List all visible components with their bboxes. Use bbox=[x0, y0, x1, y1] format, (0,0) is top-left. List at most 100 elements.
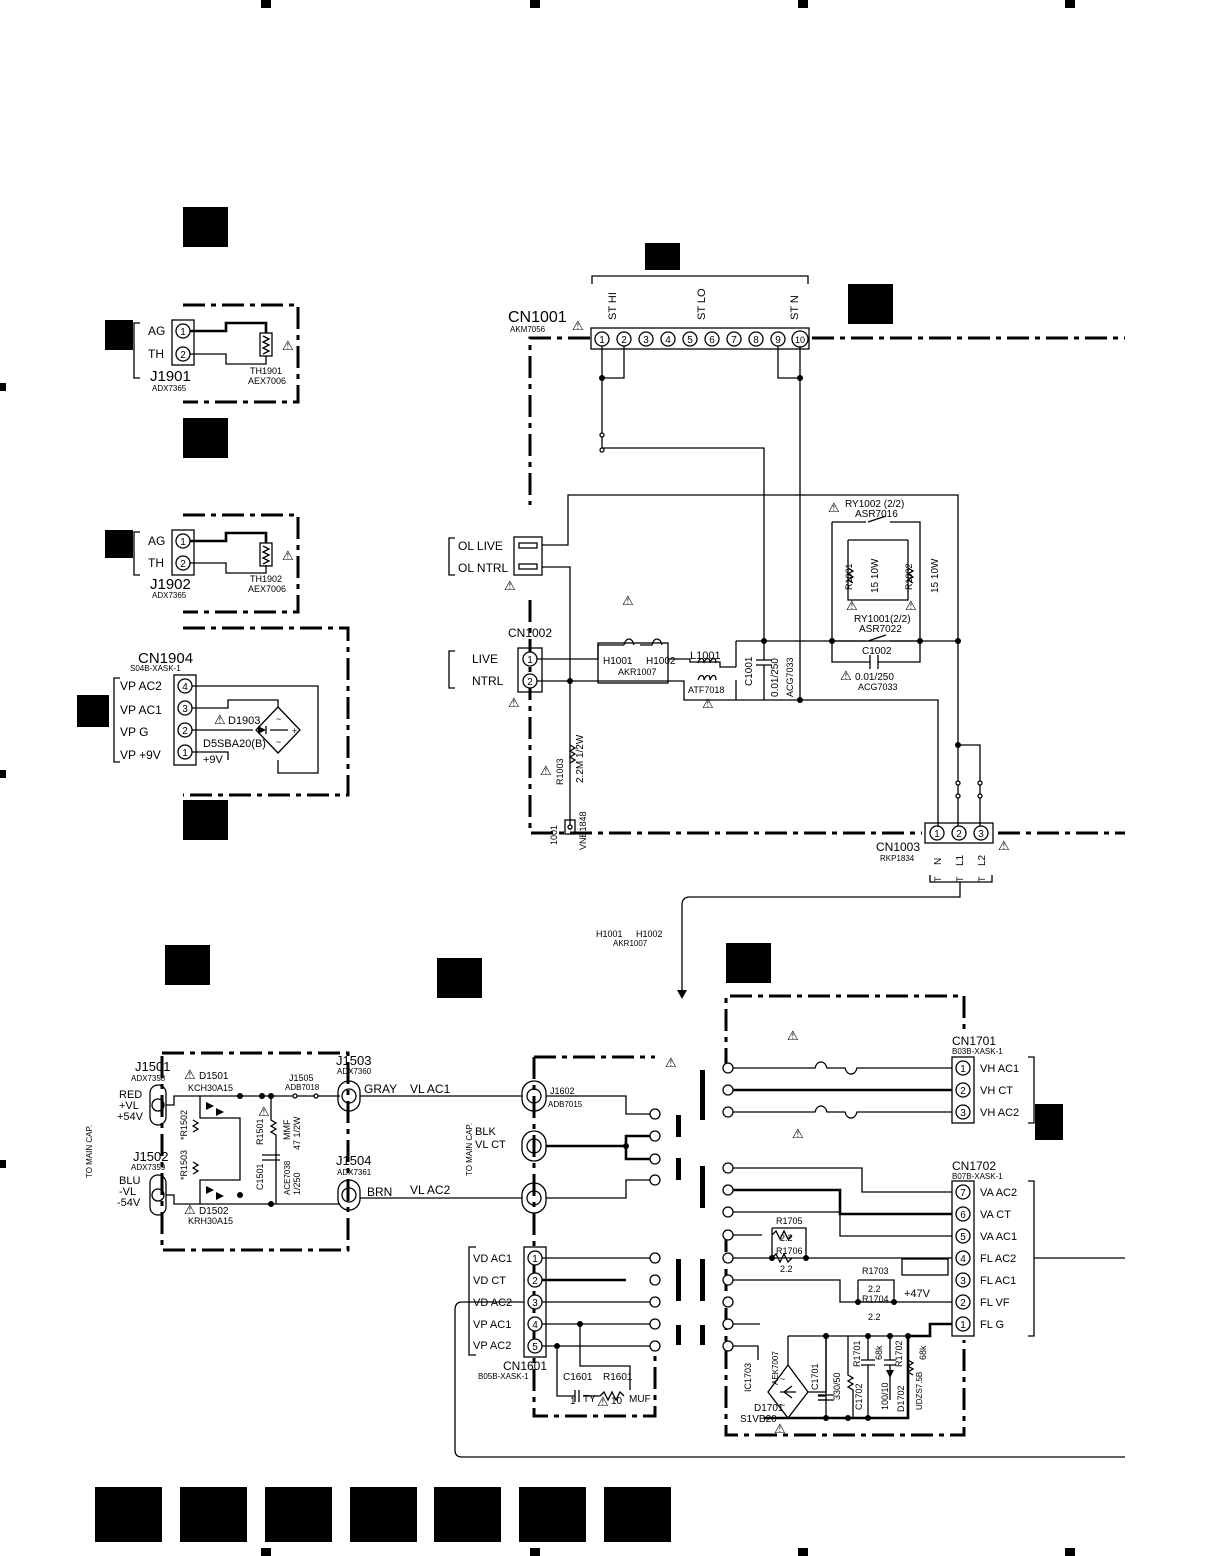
d1701-part: S1VB20 bbox=[740, 1414, 777, 1425]
cn1904-block: CN1904 S04B-XASK-1 VP AC2 VP AC1 VP G VP… bbox=[113, 626, 350, 797]
ry1001-ref: RY1001(2/2) bbox=[854, 614, 911, 625]
cn1904-pin-2: 2 bbox=[182, 726, 188, 737]
r1002-ref: R1002 bbox=[904, 563, 914, 590]
c1701-ref: C1701 bbox=[810, 1363, 820, 1390]
r1701-value: 68k bbox=[874, 1345, 884, 1360]
cn1001-block: ST HI ST LO ST N CN1001 AKM7056 ⚠ 1 2 3 … bbox=[508, 275, 810, 350]
cn1702-label-1: VA CT bbox=[980, 1209, 1011, 1221]
warning-icon: ⚠ bbox=[846, 598, 858, 613]
section-tags bbox=[77, 207, 1063, 1542]
warning-icon: ⚠ bbox=[214, 712, 226, 727]
warning-icon: ⚠ bbox=[702, 696, 714, 711]
d1903-part: D5SBA20(B) bbox=[203, 738, 266, 750]
svg-text:1: 1 bbox=[934, 829, 940, 840]
svg-text:9: 9 bbox=[775, 335, 781, 346]
j1901-part: ADX7365 bbox=[152, 384, 187, 393]
warning-icon: ⚠ bbox=[184, 1067, 196, 1082]
cn1702-label-3: FL AC2 bbox=[980, 1253, 1016, 1265]
svg-text:T: T bbox=[977, 876, 987, 882]
j1902-label-th: TH bbox=[148, 556, 164, 570]
svg-text:2: 2 bbox=[532, 1276, 538, 1287]
fuse-note-h1002: H1002 bbox=[636, 929, 663, 939]
c1702-ref: C1702 bbox=[854, 1383, 864, 1410]
cn1904-voltage: +9V bbox=[203, 754, 224, 766]
registration-marks bbox=[0, 0, 1075, 1556]
r1706-value: 2.2 bbox=[780, 1264, 793, 1274]
j1503-ref: J1503 bbox=[336, 1053, 371, 1068]
j1901-block: AG TH 1 2 ⚠ J1901 ADX7365 TH1901 AEX7006 bbox=[133, 303, 300, 404]
cn1701-label-0: VH AC1 bbox=[980, 1063, 1019, 1075]
r1706-ref: R1706 bbox=[776, 1246, 803, 1256]
j1901-pin-2: 2 bbox=[180, 350, 186, 361]
j1902-pin-1: 1 bbox=[180, 537, 186, 548]
cn1701-ref: CN1701 bbox=[952, 1034, 996, 1048]
warning-icon: ⚠ bbox=[572, 318, 584, 333]
h1002-label: H1002 bbox=[646, 656, 676, 667]
r1501-ref: R1501 bbox=[255, 1118, 265, 1145]
j1502-blu: BLU bbox=[119, 1175, 140, 1187]
svg-text:2: 2 bbox=[621, 335, 627, 346]
r1501-value: MMF bbox=[282, 1119, 292, 1140]
d1501-ref: D1501 bbox=[199, 1071, 229, 1082]
warning-icon: ⚠ bbox=[774, 1421, 786, 1436]
ry1001-part: ASR7022 bbox=[859, 624, 902, 635]
j1502-part: ADX7359 bbox=[131, 1163, 166, 1172]
j1902-pin-2: 2 bbox=[180, 559, 186, 570]
c1701-value: 330/50 bbox=[832, 1372, 842, 1400]
svg-text:5: 5 bbox=[687, 335, 693, 346]
r1704-ref: R1704 bbox=[862, 1294, 889, 1304]
svg-text:2: 2 bbox=[527, 677, 533, 688]
svg-text:2: 2 bbox=[956, 829, 962, 840]
vl-side-note: TO MAIN CAP. bbox=[85, 1125, 94, 1178]
svg-text:10: 10 bbox=[795, 335, 805, 345]
svg-text:4: 4 bbox=[960, 1254, 966, 1265]
secondary-block: ⚠ ⚠ CN1701 B03B-XASK-1 1 2 3 VH AC1 VH C… bbox=[700, 994, 1125, 1437]
j1501-v: +54V bbox=[117, 1111, 144, 1123]
r1704-value: 2.2 bbox=[868, 1312, 881, 1322]
cn1702-part: B07B-XASK-1 bbox=[952, 1172, 1003, 1181]
warning-icon: ⚠ bbox=[998, 838, 1010, 853]
r1705-value: 2.2 bbox=[780, 1233, 793, 1243]
c1002-part: ACG7033 bbox=[858, 682, 898, 692]
d1501-part: KCH30A15 bbox=[188, 1083, 233, 1093]
j1501-red: RED bbox=[119, 1089, 142, 1101]
svg-text:1: 1 bbox=[960, 1064, 966, 1075]
svg-text:7: 7 bbox=[960, 1188, 966, 1199]
warning-icon: ⚠ bbox=[282, 548, 294, 563]
j1902-block: AG TH 1 2 ⚠ J1902 ADX7365 TH1902 AEX7006 bbox=[133, 513, 300, 614]
warning-icon: ⚠ bbox=[504, 578, 516, 593]
cn1904-ref: CN1904 bbox=[138, 650, 193, 667]
svg-text:2: 2 bbox=[960, 1086, 966, 1097]
bridge-ac-mark: ~ bbox=[276, 737, 281, 747]
cn1601-part: B05B-XASK-1 bbox=[478, 1372, 529, 1381]
d1702-ref: D1702 bbox=[896, 1385, 906, 1412]
bridge-ac-mark: ~ bbox=[276, 714, 281, 724]
c1501-value: 1/250 bbox=[292, 1172, 302, 1195]
h1001-label: H1001 bbox=[603, 656, 633, 667]
l1001-part: ATF7018 bbox=[688, 685, 724, 695]
transformer-block: ⚠ TO MAIN CAP. J1602 ADB7015 BLK VL CT C… bbox=[454, 1055, 1125, 1458]
cn1701-part: B03B-XASK-1 bbox=[952, 1047, 1003, 1056]
warning-icon: ⚠ bbox=[540, 763, 552, 778]
tr-side-note: TO MAIN CAP. bbox=[465, 1123, 474, 1176]
svg-text:7: 7 bbox=[731, 335, 737, 346]
cn1702-pins: 7 6 5 4 3 2 1 bbox=[955, 1184, 971, 1332]
ic1703-part: AEK7007 bbox=[771, 1351, 780, 1385]
cn1001-part: AKM7056 bbox=[510, 325, 546, 334]
warning-icon: ⚠ bbox=[787, 1028, 799, 1043]
svg-text:5: 5 bbox=[532, 1342, 538, 1353]
d1702-part: UDZS7.5B bbox=[915, 1372, 924, 1410]
cn1002-live: LIVE bbox=[472, 652, 498, 666]
cn1601-ref: CN1601 bbox=[503, 1359, 547, 1373]
warning-icon: ⚠ bbox=[840, 668, 852, 683]
j1503-color: GRAY bbox=[364, 1082, 397, 1096]
cn1702-label-4: FL AC1 bbox=[980, 1275, 1016, 1287]
th1901-ref: TH1901 bbox=[250, 366, 282, 376]
svg-text:8: 8 bbox=[753, 335, 759, 346]
vl-ac1-label: VL AC1 bbox=[410, 1082, 451, 1096]
cn1001-label-st-lo: ST LO bbox=[696, 288, 708, 320]
ol-live-label: OL LIVE bbox=[458, 539, 503, 553]
j1901-ref: J1901 bbox=[150, 368, 191, 385]
r1601-value: 10 bbox=[611, 1396, 623, 1407]
warning-icon: ⚠ bbox=[905, 598, 917, 613]
